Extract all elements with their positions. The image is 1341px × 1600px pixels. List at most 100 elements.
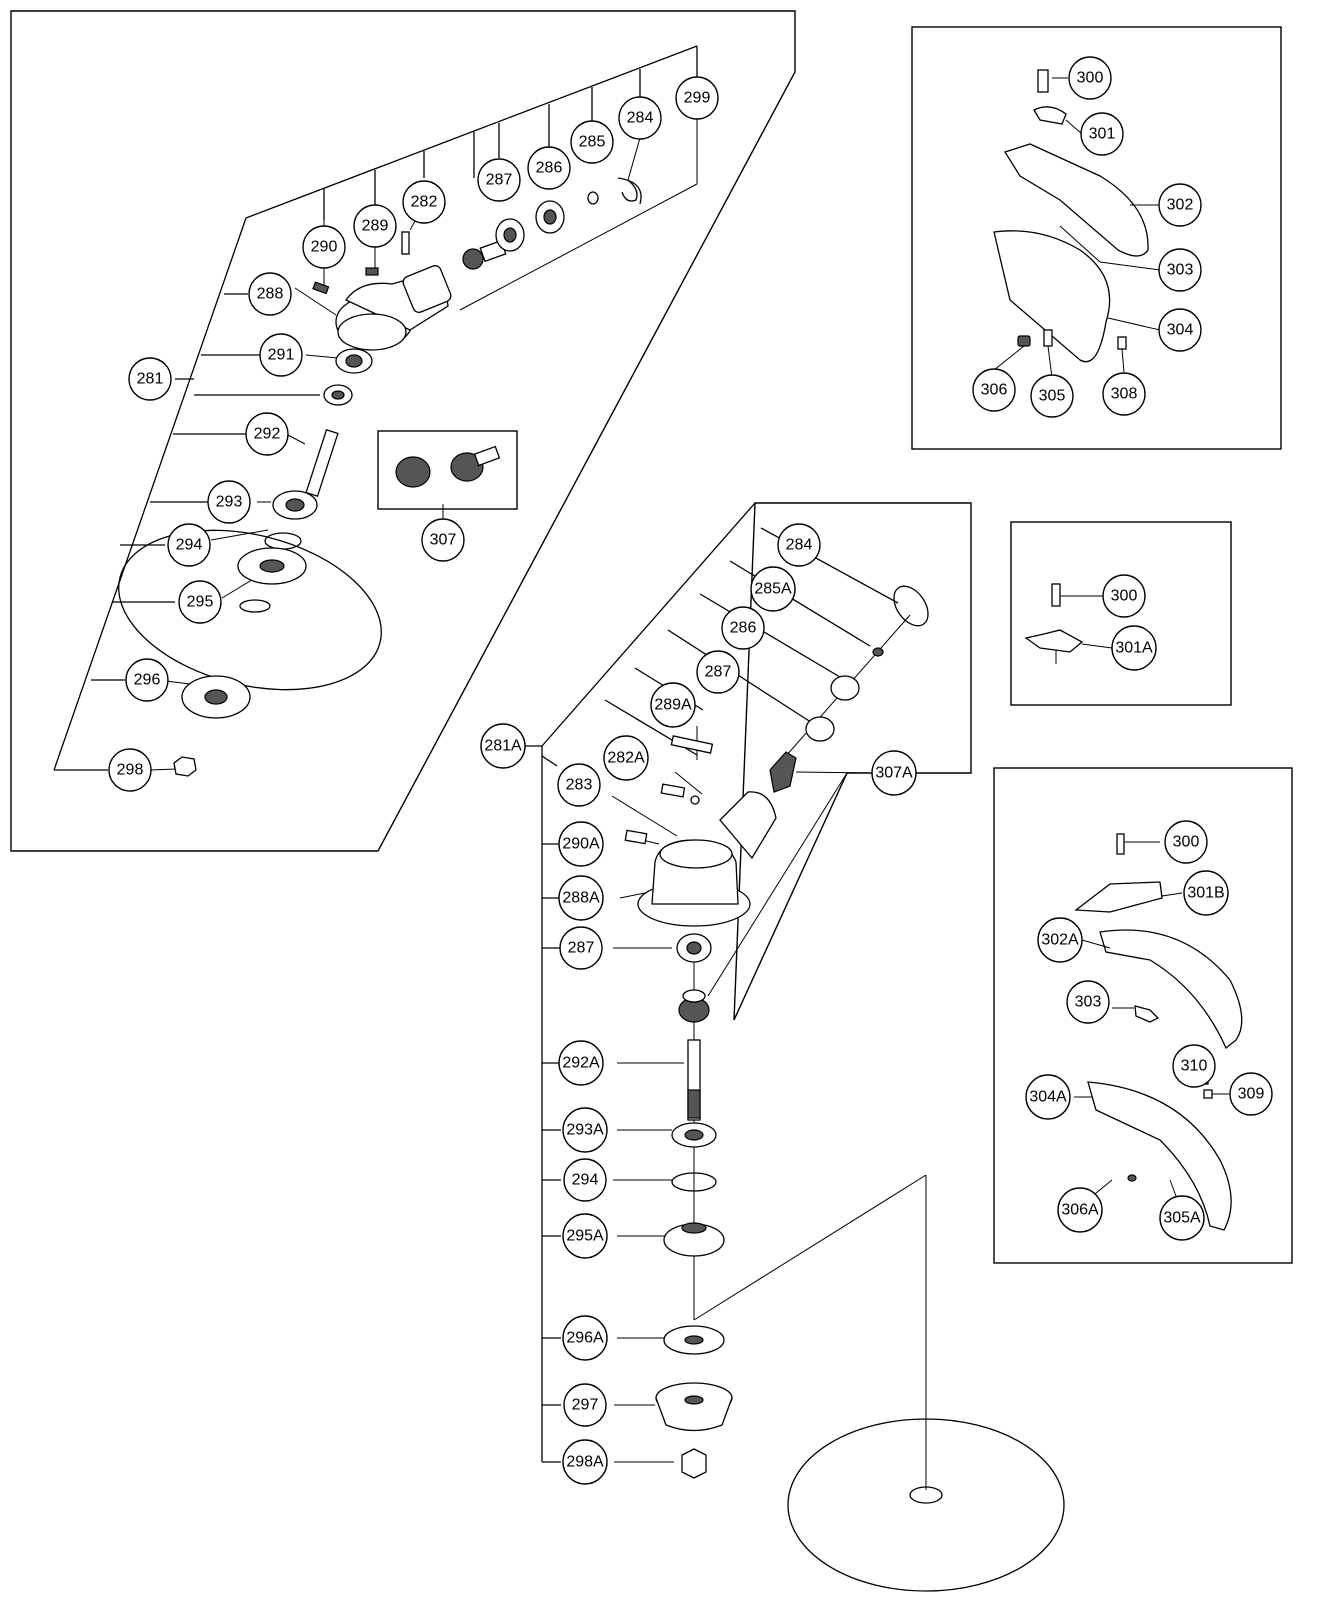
callout-c282: 282	[402, 180, 446, 224]
callout-text: 294	[572, 1172, 599, 1189]
callout-d296A: 296A	[562, 1315, 608, 1361]
callout-d292A: 292A	[558, 1040, 604, 1086]
callout-circle	[1030, 374, 1074, 418]
callout-circle	[108, 748, 152, 792]
callout-d283: 283	[557, 763, 601, 807]
callout-circle	[650, 682, 696, 728]
mid-right-parts	[1024, 583, 1113, 664]
frame-top-right	[911, 26, 1282, 450]
top-right-parts	[993, 69, 1161, 379]
callout-circle	[480, 723, 526, 769]
callout-text: 300	[1077, 70, 1104, 87]
callout-circle	[1057, 1187, 1103, 1233]
callout-b300: 300	[1164, 820, 1208, 864]
callout-circle	[1102, 574, 1146, 618]
callout-text: 295A	[566, 1228, 604, 1245]
callout-text: 285	[579, 134, 606, 151]
callout-circle	[421, 518, 465, 562]
callout-c287: 287	[477, 158, 521, 202]
callout-r305: 305	[1030, 374, 1074, 418]
callout-c286: 286	[527, 146, 571, 190]
callout-text: 298A	[566, 1454, 604, 1471]
callout-circle	[1183, 870, 1229, 916]
callout-d307A: 307A	[871, 750, 917, 796]
callout-text: 305	[1039, 388, 1066, 405]
callout-c298: 298	[108, 748, 152, 792]
callout-text: 281A	[484, 738, 522, 755]
callout-text: 302	[1167, 197, 1194, 214]
callout-circle	[1025, 1074, 1071, 1120]
callout-text: 296	[134, 672, 161, 689]
callout-circle	[1102, 372, 1146, 416]
callout-circle	[562, 1439, 608, 1485]
callout-circle	[570, 120, 614, 164]
callout-text: 308	[1111, 386, 1138, 403]
callout-b306A: 306A	[1057, 1187, 1103, 1233]
callout-text: 306A	[1061, 1202, 1099, 1219]
callout-circle	[558, 1040, 604, 1086]
callout-c294: 294	[167, 523, 211, 567]
callout-c284: 284	[618, 96, 662, 140]
callout-circle	[527, 146, 571, 190]
callout-d295A: 295A	[562, 1213, 608, 1259]
callout-circle	[558, 875, 604, 921]
callout-b303: 303	[1066, 980, 1110, 1024]
callout-b304A: 304A	[1025, 1074, 1071, 1120]
callout-text: 301B	[1187, 885, 1224, 902]
callout-circle	[559, 926, 603, 970]
callout-circle	[1164, 820, 1208, 864]
callout-r308: 308	[1102, 372, 1146, 416]
callout-text: 283	[566, 777, 593, 794]
callout-r300: 300	[1068, 56, 1112, 100]
callout-circle	[558, 821, 604, 867]
callout-circle	[675, 76, 719, 120]
callout-text: 288	[257, 286, 284, 303]
callout-c292: 292	[245, 412, 289, 456]
callout-text: 295	[187, 594, 214, 611]
callout-text: 309	[1238, 1086, 1265, 1103]
callout-circle	[557, 763, 601, 807]
callout-circle	[871, 750, 917, 796]
left-assembly-parts	[118, 177, 642, 777]
callout-r301: 301	[1080, 112, 1124, 156]
callout-c295: 295	[178, 580, 222, 624]
callout-d287b: 287	[559, 926, 603, 970]
callout-text: 305A	[1163, 1210, 1201, 1227]
callout-text: 307	[430, 532, 457, 549]
callout-labels: 2812822842852862872882892902912922932942…	[108, 56, 1273, 1485]
callout-d285A: 285A	[750, 566, 796, 612]
callout-circle	[477, 158, 521, 202]
callout-text: 285A	[754, 581, 792, 598]
callout-text: 282	[411, 194, 438, 211]
callout-circle	[562, 1315, 608, 1361]
callout-text: 284	[786, 537, 813, 554]
callout-circle	[1158, 183, 1202, 227]
callout-circle	[562, 1107, 608, 1153]
callout-c307: 307	[421, 518, 465, 562]
callout-circle	[750, 566, 796, 612]
callout-c281: 281	[128, 357, 172, 401]
callout-circle	[128, 357, 172, 401]
frame-307	[377, 430, 518, 510]
callout-circle	[1068, 56, 1112, 100]
callout-text: 289	[362, 218, 389, 235]
callout-circle	[125, 658, 169, 702]
callout-c285: 285	[570, 120, 614, 164]
callout-circle	[618, 96, 662, 140]
callout-circle	[563, 1158, 607, 1202]
callout-d298A: 298A	[562, 1439, 608, 1485]
callout-r304: 304	[1158, 308, 1202, 352]
callout-text: 307A	[875, 765, 913, 782]
callout-c289: 289	[353, 204, 397, 248]
callout-text: 293	[216, 494, 243, 511]
callout-text: 306	[981, 382, 1008, 399]
callout-circle	[1111, 625, 1157, 671]
callout-circle	[696, 650, 740, 694]
callout-circle	[259, 333, 303, 377]
callout-c291: 291	[259, 333, 303, 377]
callout-text: 296A	[566, 1330, 604, 1347]
callout-circle	[1172, 1044, 1216, 1088]
callout-circle	[353, 204, 397, 248]
callout-circle	[603, 735, 649, 781]
